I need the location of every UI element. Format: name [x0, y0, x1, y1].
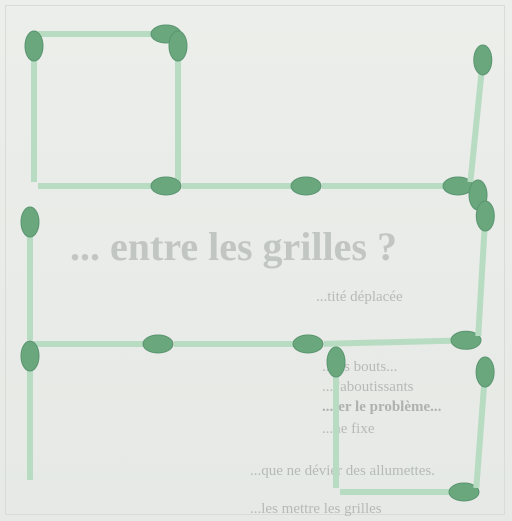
matchstick-head [293, 335, 323, 353]
matchstick[interactable] [327, 347, 345, 488]
matchstick[interactable] [476, 201, 494, 336]
matchstick[interactable] [182, 177, 321, 195]
matchstick-head [474, 45, 492, 75]
matchstick-head [327, 347, 345, 377]
matchstick[interactable] [324, 331, 481, 349]
matchstick[interactable] [34, 335, 173, 353]
matchstick[interactable] [340, 483, 479, 501]
matchstick[interactable] [174, 335, 323, 353]
matchstick[interactable] [169, 31, 187, 182]
matchstick[interactable] [476, 357, 494, 488]
matchstick-head [151, 177, 181, 195]
matchstick[interactable] [322, 177, 473, 195]
matchstick[interactable] [21, 207, 39, 340]
matchstick[interactable] [38, 177, 181, 195]
matchstick-head [143, 335, 173, 353]
matchstick[interactable] [21, 341, 39, 480]
matchstick-head [169, 31, 187, 61]
matchstick-head [21, 341, 39, 371]
matchstick-head [291, 177, 321, 195]
matchstick-head [476, 201, 494, 231]
matchstick[interactable] [25, 31, 43, 182]
matchstick-head [25, 31, 43, 61]
matchstick-head [476, 357, 494, 387]
matchstick-head [21, 207, 39, 237]
matchstick[interactable] [38, 25, 181, 43]
matchstick[interactable] [470, 45, 491, 182]
